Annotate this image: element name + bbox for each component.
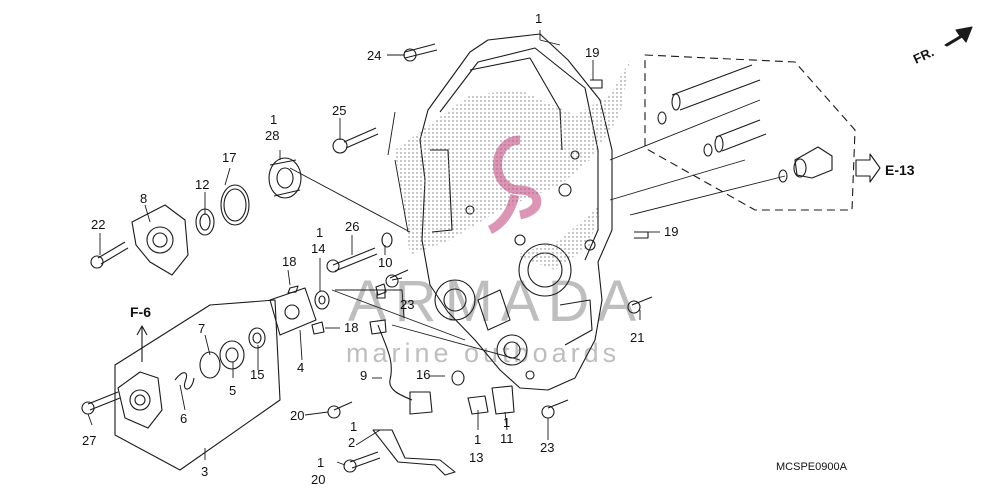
callout-18-lower: 18: [344, 320, 359, 335]
callout-10: 10: [378, 255, 393, 270]
callout-1-11-top: 1: [503, 415, 511, 430]
callout-1: 1: [535, 11, 543, 26]
callout-1-13-top: 1: [474, 432, 482, 447]
callout-25: 25: [332, 103, 347, 118]
hatch-area: [395, 60, 630, 255]
callout-26: 26: [345, 219, 360, 234]
left-parts: [114, 157, 515, 476]
callout-16: 16: [416, 367, 431, 382]
fr-arrow: [944, 26, 973, 47]
callout-21: 21: [630, 330, 645, 345]
callout-22: 22: [91, 217, 106, 232]
callout-1-28-top: 1: [270, 112, 278, 127]
callout-4: 4: [297, 360, 305, 375]
callout-20-upper: 20: [290, 408, 305, 423]
callout-13: 13: [469, 450, 484, 465]
callout-8: 8: [140, 191, 148, 206]
diagram-code: MCSPE0900A: [776, 461, 847, 473]
callout-14: 14: [311, 241, 326, 256]
callout-15: 15: [250, 367, 265, 382]
pipe-group-box: [644, 54, 856, 211]
bolts: [81, 43, 653, 473]
callout-24: 24: [367, 48, 382, 63]
callout-18-upper: 18: [282, 254, 297, 269]
hatch-area-small: [515, 205, 600, 270]
callout-11: 11: [500, 431, 514, 446]
callout-20-lower: 20: [311, 472, 326, 487]
callout-3: 3: [201, 464, 209, 479]
callout-6: 6: [180, 411, 188, 426]
callout-7: 7: [198, 321, 206, 336]
e13-arrow: [855, 153, 881, 183]
callout-9: 9: [360, 368, 368, 383]
watermark-logo: [487, 135, 542, 235]
callout-19: 19: [585, 45, 600, 60]
watermark-tagline: marine outboards: [346, 338, 621, 368]
callout-23-upper: 23: [400, 297, 415, 312]
callout-5: 5: [229, 383, 237, 398]
callout-28: 28: [265, 128, 280, 143]
callout-19-right: 19: [664, 224, 679, 239]
leader-lines: [87, 30, 786, 466]
callout-23-lower: 23: [540, 440, 555, 455]
pipes: [657, 64, 833, 183]
callout-2: 2: [348, 435, 356, 450]
callout-17: 17: [222, 150, 237, 165]
callout-12: 12: [195, 177, 210, 192]
callout-27: 27: [82, 433, 97, 448]
callout-1-14-top: 1: [316, 225, 324, 240]
callout-1-20-top: 1: [317, 455, 325, 470]
ref-e13-label[interactable]: E-13: [885, 162, 915, 178]
ref-f6-label[interactable]: F-6: [130, 304, 151, 320]
callout-1-2-top: 1: [350, 419, 358, 434]
watermark-brand: ARMADA: [348, 269, 645, 334]
